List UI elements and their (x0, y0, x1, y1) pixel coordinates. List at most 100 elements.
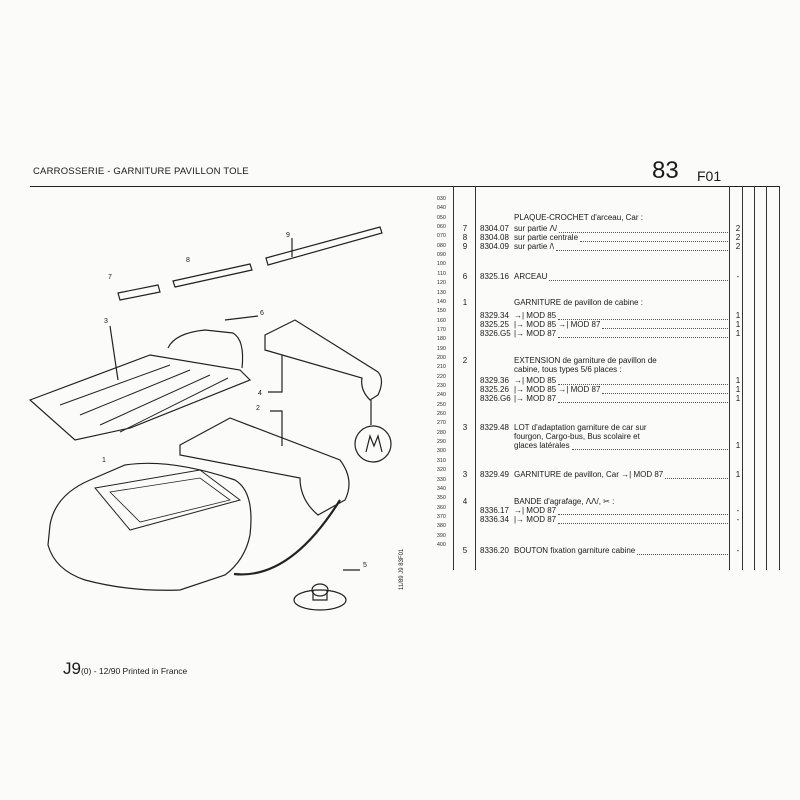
line-code: 150 (436, 308, 446, 315)
footer-small: (0) - 12/90 Printed in France (80, 666, 188, 676)
row-description: PLAQUE-CROCHET d'arceau, Car : (514, 213, 643, 222)
callout-8: 8 (186, 257, 190, 264)
row-ref: 8304.08 (480, 233, 509, 242)
dot-leader (558, 384, 728, 385)
dot-leader (665, 478, 728, 479)
row-ref: 8329.34 (480, 311, 509, 320)
page-header: CARROSSERIE - GARNITURE PAVILLON TOLE (33, 166, 249, 177)
header-rule (30, 186, 780, 187)
row-ref: 8325.26 (480, 385, 509, 394)
line-code: 160 (436, 317, 446, 324)
row-ref: 8329.48 (480, 423, 509, 432)
row-qty: 2 (462, 356, 468, 365)
row-description: →| MOD 87 (514, 506, 557, 515)
line-code: 130 (436, 289, 446, 296)
part-2-extension (179, 417, 350, 516)
line-code: 240 (436, 392, 446, 399)
callout-2: 2 (256, 405, 260, 412)
row-ref: 8329.49 (480, 470, 509, 479)
row-description: |→ MOD 87 (514, 394, 557, 403)
line-code: 280 (436, 429, 446, 436)
callout-9: 9 (286, 232, 290, 239)
row-quantity: - (736, 515, 740, 524)
line-code: 250 (436, 401, 446, 408)
dot-leader (558, 523, 728, 524)
line-code: 370 (436, 513, 446, 520)
dot-leader (558, 337, 728, 338)
dot-leader (559, 232, 728, 233)
row-qty: 7 (462, 224, 468, 233)
dot-leader (602, 328, 728, 329)
row-description: →| MOD 85 (514, 311, 557, 320)
line-code: 310 (436, 457, 446, 464)
line-code: 030 (436, 196, 446, 202)
line-code: 320 (436, 467, 446, 474)
row-quantity: 1 (735, 394, 741, 403)
dot-leader (556, 250, 728, 251)
row-description: BOUTON fixation garniture cabine (514, 546, 636, 555)
column-divider (766, 186, 767, 570)
line-code: 100 (436, 261, 446, 268)
row-description: GARNITURE de pavillon, Car →| MOD 87 (514, 470, 664, 479)
row-description: GARNITURE de pavillon de cabine : (514, 298, 643, 307)
part-8-strip (172, 263, 253, 288)
row-ref: 8326.G5 (480, 329, 511, 338)
line-code: 230 (436, 383, 446, 389)
line-code: 170 (436, 326, 446, 333)
vertical-code: 11/89 J9 83F01 (399, 548, 405, 590)
callout-7: 7 (108, 274, 112, 281)
part-3-headliner (28, 354, 252, 441)
part-7-strip (117, 284, 161, 301)
line-code: 220 (436, 373, 446, 380)
part-9-strip (265, 226, 383, 266)
line-code: 120 (436, 280, 446, 287)
row-quantity: 1 (735, 441, 741, 450)
line-code: 400 (436, 541, 446, 548)
row-description: fourgon, Cargo-bus, Bus scolaire et (514, 432, 640, 441)
line-code: 070 (436, 233, 446, 240)
line-code: 390 (436, 532, 446, 539)
callout-3: 3 (104, 318, 108, 325)
row-description: LOT d'adaptation garniture de car sur (514, 423, 647, 432)
column-divider (729, 186, 730, 570)
line-code: 190 (436, 345, 446, 352)
part-4-extension (264, 319, 383, 401)
line-code: 380 (436, 523, 446, 530)
dot-leader (602, 393, 728, 394)
dot-leader (558, 402, 728, 403)
part-6-arch (167, 329, 244, 369)
row-ref: 8329.36 (480, 376, 509, 385)
callout-4: 4 (258, 390, 262, 397)
row-ref: 8304.07 (480, 224, 509, 233)
line-code: 330 (436, 476, 446, 483)
row-qty: 1 (462, 298, 468, 307)
row-ref: 8325.16 (480, 272, 509, 281)
part-1-roof (47, 462, 252, 591)
row-description: cabine, tous types 5/6 places : (514, 365, 622, 374)
row-description: BANDE d'agrafage, ΛΛ/, ✂ : (514, 497, 615, 506)
callout-6: 6 (260, 310, 264, 317)
page-code: F01 (697, 168, 722, 184)
row-description: |→ MOD 87 (514, 329, 557, 338)
dot-leader (580, 241, 728, 242)
line-code: 050 (436, 214, 446, 221)
row-qty: 6 (462, 272, 468, 281)
row-description: sur partie Λ/ (514, 224, 558, 233)
line-code: 040 (436, 205, 446, 212)
footer-main: J9 (63, 659, 81, 678)
column-divider (453, 186, 454, 570)
row-quantity: - (736, 272, 740, 281)
callout-5: 5 (363, 562, 367, 569)
row-ref: 8336.34 (480, 515, 509, 524)
row-quantity: - (736, 506, 740, 515)
row-qty: 5 (462, 546, 468, 555)
line-code: 210 (436, 364, 446, 371)
row-quantity: 2 (735, 233, 741, 242)
line-code: 260 (436, 411, 446, 418)
line-code: 110 (437, 270, 446, 277)
line-code: 180 (436, 336, 446, 343)
row-description: sur partie /\ (514, 242, 555, 251)
row-quantity: 2 (735, 224, 741, 233)
line-code: 060 (436, 224, 446, 231)
